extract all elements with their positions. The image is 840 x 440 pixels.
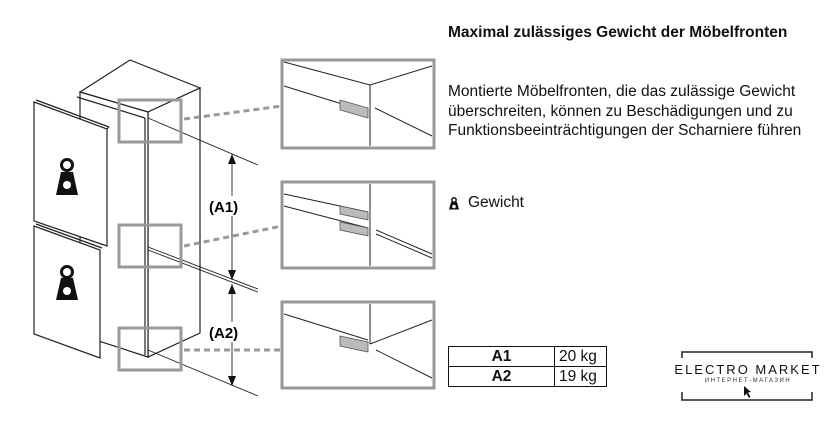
dimension-a1-label: (A1)	[209, 199, 238, 216]
weight-table: A1 20 kg A2 19 kg	[448, 346, 607, 387]
dimension-a2-label: (A2)	[209, 325, 238, 342]
weight-icon	[56, 265, 78, 300]
electro-market-logo: ELECTRO MARKET ИНТЕРНЕТ-МАГАЗИН	[668, 348, 820, 404]
legend-label: Gewicht	[468, 194, 524, 211]
section-heading: Maximal zulässiges Gewicht der Möbelfron…	[448, 24, 788, 41]
row-key: A2	[448, 366, 555, 387]
weight-icon	[449, 196, 459, 209]
description-text: Montierte Möbelfronten, die das zulässig…	[448, 83, 802, 139]
logo-frame	[681, 351, 813, 401]
lower-hinge-detail	[280, 300, 436, 390]
lower-hinge-callout	[117, 326, 183, 372]
upper-hinge-callout	[117, 98, 183, 144]
logo-text: ELECTRO MARKET	[674, 362, 822, 377]
legend-item: Gewicht	[448, 194, 524, 212]
logo-subtitle: ИНТЕРНЕТ-МАГАЗИН	[704, 378, 792, 384]
row-key: A1	[448, 346, 555, 367]
row-value: 20 kg	[554, 346, 607, 367]
upper-hinge-detail	[280, 58, 436, 150]
middle-hinge-detail	[280, 180, 436, 270]
middle-hinge-callout	[117, 223, 183, 269]
cabinet-side	[147, 87, 201, 358]
table-row: A1 20 kg	[448, 346, 607, 367]
row-value: 19 kg	[554, 366, 607, 387]
weight-icon	[56, 158, 78, 195]
fridge-hinge-diagram: (A1) (A2)	[33, 58, 436, 397]
table-row: A2 19 kg	[448, 366, 607, 387]
